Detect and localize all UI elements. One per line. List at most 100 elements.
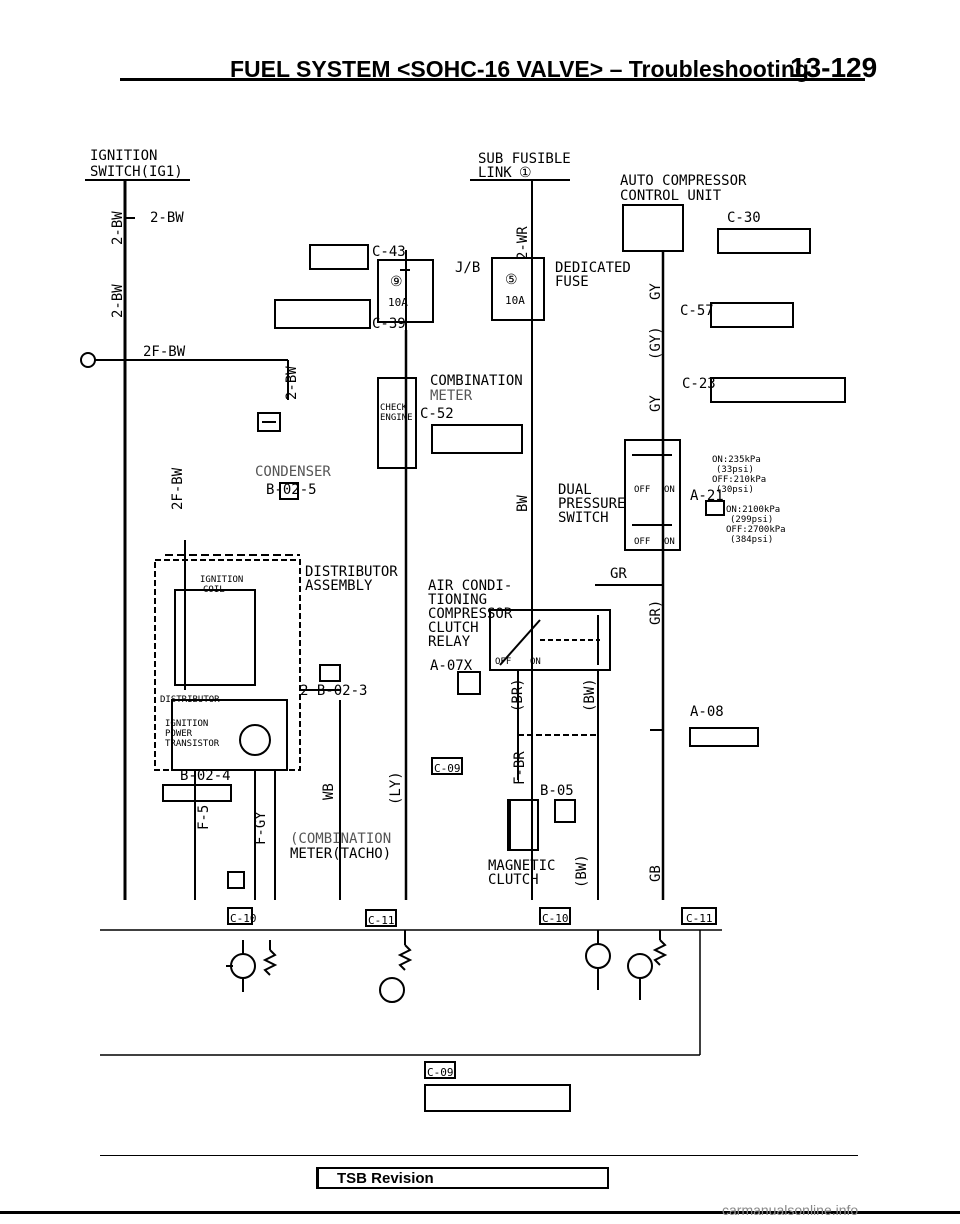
wire-2bw-condenser: 2-BW [284, 366, 300, 400]
relay-label-2: TIONING [428, 592, 487, 608]
pressure-high-on-psi: (299psi) [730, 515, 773, 525]
sub-fusible-link-label: SUB FUSIBLE [478, 151, 571, 167]
pressure-high-on: ON:2100kPa [726, 505, 780, 515]
pressure-low-off-psi: (30psi) [716, 485, 754, 495]
footer-rule [100, 1155, 858, 1156]
connector-a21: A-21 [690, 488, 724, 504]
wire-gr-label: GR [610, 566, 627, 582]
power-transistor-label-2: POWER [165, 729, 193, 739]
dual-pressure-label: DUAL [558, 482, 592, 498]
connector-c11-mid: C-11 [368, 914, 395, 927]
switch-on-1: ON [664, 485, 675, 495]
distributor-label: DISTRIBUTOR [305, 564, 398, 580]
page-header: FUEL SYSTEM <SOHC-16 VALVE> – Troublesho… [0, 52, 960, 92]
relay-label: AIR CONDI- [428, 578, 512, 594]
wire-br: (BR) [510, 678, 526, 712]
ignition-coil-label: IGNITION [200, 575, 243, 585]
dedicated-fuse-label-2: FUSE [555, 274, 589, 290]
connector-c10-left: C-10 [230, 912, 257, 925]
wire-gr: GR) [648, 600, 664, 625]
connector-c09: C-09 [434, 762, 461, 775]
pressure-low-on: ON:235kPa [712, 455, 761, 465]
wire-fgy: F-GY [253, 811, 269, 845]
relay-on: ON [530, 657, 541, 667]
connector-c30: C-30 [727, 210, 761, 226]
ignition-switch-label: IGNITION [90, 148, 157, 164]
connector-c57: C-57 [680, 303, 714, 319]
distributor-label-2: ASSEMBLY [305, 578, 373, 594]
relay-label-5: RELAY [428, 634, 471, 650]
distributor-small-label: DISTRIBUTOR [160, 695, 220, 705]
wire-bw-clutch: (BW) [574, 854, 590, 888]
tacho-label: (COMBINATION [290, 831, 391, 847]
wire-2bw: 2-BW [150, 210, 184, 226]
wire-wb: WB [321, 783, 337, 800]
connector-c39: C-39 [372, 316, 406, 332]
pressure-low-off: OFF:210kPa [712, 475, 766, 485]
footer-bottom-rule [0, 1211, 960, 1214]
connector-c09-bottom: C-09 [427, 1066, 454, 1079]
wire-2bw-vertical-2: 2-BW [110, 284, 126, 318]
fuse-9: ⑨ [390, 274, 403, 290]
sub-fusible-link-label-2: LINK [478, 165, 512, 181]
relay-label-4: CLUTCH [428, 620, 479, 636]
sub-fusible-link-number: ① [519, 165, 532, 181]
power-transistor-label-3: TRANSISTOR [165, 739, 220, 749]
pressure-high-off: OFF:2700kPa [726, 525, 786, 535]
fuse-5: ⑤ [505, 272, 518, 288]
combination-meter-label-2: METER [430, 388, 473, 404]
tacho-label-2: METER(TACHO) [290, 846, 391, 862]
auto-compressor-label: AUTO COMPRESSOR [620, 173, 747, 189]
magnetic-clutch-label-2: CLUTCH [488, 872, 539, 888]
wire-2wr: 2-WR [515, 226, 531, 260]
auto-compressor-label-2: CONTROL UNIT [620, 188, 722, 204]
magnetic-clutch-label: MAGNETIC [488, 858, 555, 874]
connector-a08: A-08 [690, 704, 724, 720]
ignition-coil-label-2: COIL [203, 585, 225, 595]
connector-a07x: A-07X [430, 658, 473, 674]
jb-label: J/B [455, 260, 480, 276]
power-transistor-label: IGNITION [165, 719, 208, 729]
connector-b05: B-05 [540, 783, 574, 799]
connector-b024: B-02-4 [180, 768, 231, 784]
condenser-label: CONDENSER [255, 464, 331, 480]
combination-meter-label: COMBINATION [430, 373, 523, 389]
wire-gy-paren: (GY) [648, 326, 664, 360]
wire-fbr: F-BR [512, 751, 528, 785]
page-title: FUEL SYSTEM <SOHC-16 VALVE> – Troublesho… [230, 56, 809, 82]
wire-bw-relay: (BW) [582, 678, 598, 712]
page-number: 13-129 [790, 52, 878, 83]
header-rule [120, 78, 865, 81]
switch-off-1: OFF [634, 485, 650, 495]
connector-c23: C-23 [682, 376, 716, 392]
connector-b023: 2 B-02-3 [300, 683, 367, 699]
relay-off: OFF [495, 657, 511, 667]
connector-c52: C-52 [420, 406, 454, 422]
dedicated-fuse-label: DEDICATED [555, 260, 631, 276]
pressure-low-on-psi: (33psi) [716, 465, 754, 475]
fuse-9-amp: 10A [388, 296, 408, 309]
wire-2fbw-vertical: 2F-BW [170, 467, 186, 510]
pressure-high-off-psi: (384psi) [730, 535, 773, 545]
wire-bw: BW [515, 495, 531, 512]
wire-gy-2: GY [648, 395, 664, 412]
switch-on-2: ON [664, 537, 675, 547]
wire-f5: F-5 [196, 805, 212, 830]
tsb-revision-box: TSB Revision [316, 1167, 609, 1189]
relay-label-3: COMPRESSOR [428, 606, 513, 622]
connector-c43: C-43 [372, 244, 406, 260]
wire-gb: GB [648, 865, 664, 882]
tsb-revision-label: TSB Revision [337, 1170, 434, 1187]
dual-pressure-label-2: PRESSURE [558, 496, 625, 512]
ignition-switch-label-2: SWITCH(IG1) [90, 164, 183, 180]
connector-b025: B-02-5 [266, 482, 317, 498]
dual-pressure-label-3: SWITCH [558, 510, 609, 526]
watermark: carmanualsonline.info [722, 1202, 859, 1218]
connector-c10-right: C-10 [542, 912, 569, 925]
wire-ly: (LY) [388, 771, 404, 805]
check-engine-label: CHECK [380, 403, 408, 413]
wire-2bw-vertical: 2-BW [110, 211, 126, 245]
fuse-5-amp: 10A [505, 294, 525, 307]
wire-gy: GY [648, 283, 664, 300]
